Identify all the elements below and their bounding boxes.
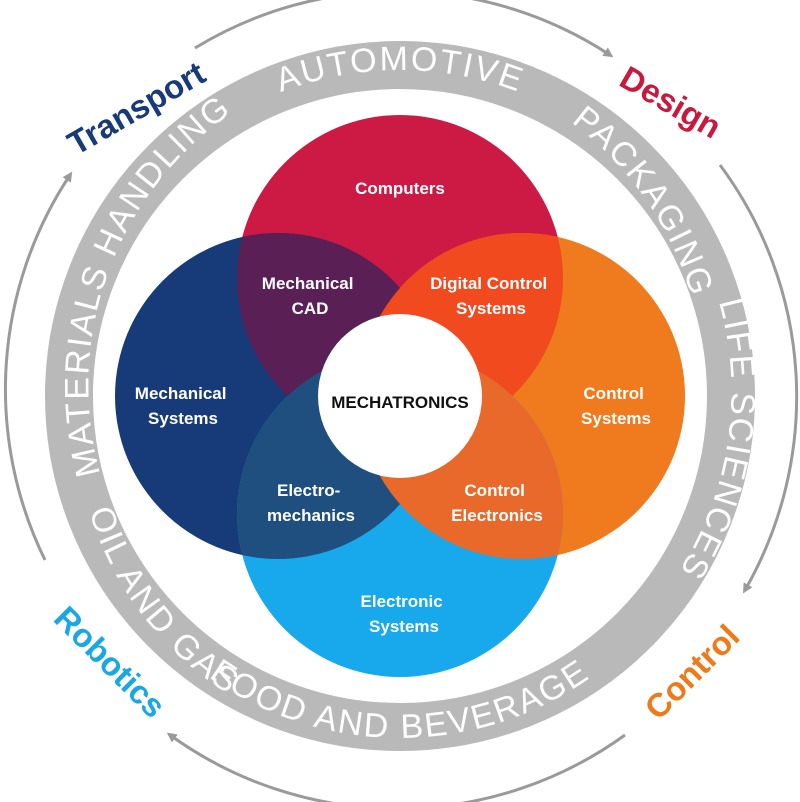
arrow-transport-to-design bbox=[194, 0, 614, 58]
label-control-electronics: Control Electronics bbox=[451, 481, 543, 525]
arrow-design-to-control bbox=[718, 164, 799, 594]
label-computers: Computers bbox=[355, 179, 445, 198]
arrow-control-to-robotics bbox=[166, 732, 626, 802]
label-electronic-systems: Electronic Systems bbox=[361, 592, 448, 636]
arrow-robotics-to-transport bbox=[3, 171, 73, 561]
label-digital-control-systems: Digital Control Systems bbox=[430, 274, 552, 318]
center-circle bbox=[318, 314, 482, 478]
label-control-systems: Control Systems bbox=[581, 384, 651, 428]
industry-automotive: AUTOMOTIVE bbox=[271, 40, 530, 100]
label-electro-mechanics: Electro- mechanics bbox=[267, 481, 355, 525]
label-mechatronics: MECHATRONICS bbox=[331, 393, 469, 412]
circle-labels: Computers Mechanical Systems Control Sys… bbox=[135, 179, 651, 636]
discipline-circles bbox=[115, 115, 685, 677]
label-mechanical-cad: Mechanical CAD bbox=[262, 274, 358, 318]
industry-ring bbox=[45, 41, 755, 751]
label-mechanical-systems: Mechanical Systems bbox=[135, 384, 231, 428]
cycle-arrows bbox=[3, 0, 799, 802]
